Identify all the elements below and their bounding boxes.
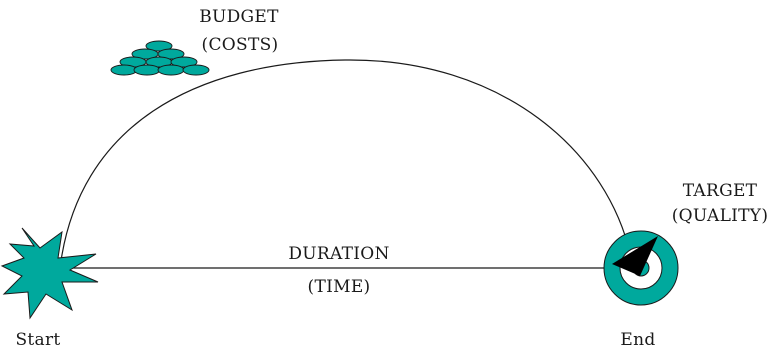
budget-label-line1: BUDGET bbox=[199, 7, 279, 27]
starburst-icon bbox=[0, 227, 99, 320]
budget-arc bbox=[59, 59, 633, 269]
target-label-line1: TARGET bbox=[683, 181, 758, 201]
budget-label-line2: (COSTS) bbox=[202, 35, 279, 55]
duration-label-line1: DURATION bbox=[288, 244, 389, 264]
duration-label-line2: (TIME) bbox=[308, 277, 371, 297]
arrowhead bbox=[612, 236, 658, 276]
end-label: End bbox=[620, 330, 655, 350]
target-label-line2: (QUALITY) bbox=[672, 206, 769, 226]
start-label: Start bbox=[15, 330, 60, 350]
coin-stack-icon bbox=[110, 40, 210, 76]
